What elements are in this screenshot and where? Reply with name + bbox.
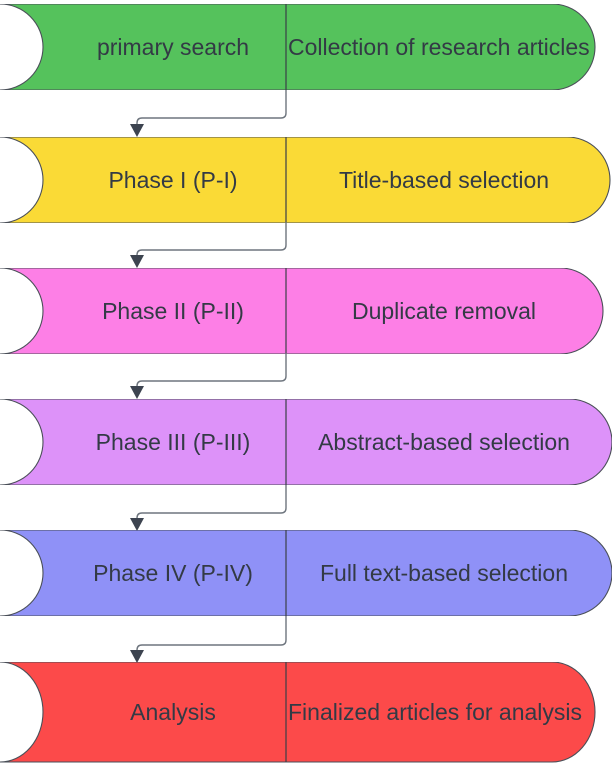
stage-description: Collection of research articles <box>288 34 590 60</box>
flow-stage-analysis[interactable]: Analysis Finalized articles for analysis <box>0 662 612 774</box>
flow-stage-primary-search[interactable]: primary search Collection of research ar… <box>0 4 612 90</box>
ribbon-shape-primary-search <box>0 4 596 90</box>
connector-phase-1-to-phase-2 <box>130 222 287 268</box>
stage-phase-label: Phase I (P-I) <box>108 167 238 193</box>
flow-stage-phase-3[interactable]: Phase III (P-III) Abstract-based selecti… <box>0 399 612 485</box>
ribbon-text-phase-3: Phase III (P-III) Abstract-based selecti… <box>0 399 612 485</box>
arrowhead-icon <box>130 124 144 137</box>
flow-stage-phase-2[interactable]: Phase II (P-II) Duplicate removal <box>0 268 612 354</box>
ribbon-shape-phase-3 <box>0 399 612 485</box>
ribbon-shape-analysis <box>0 662 596 763</box>
stage-phase-label-cell: primary search <box>60 4 286 90</box>
ribbon-text-phase-4: Phase IV (P-IV) Full text-based selectio… <box>0 530 612 616</box>
flow-stage-phase-4[interactable]: Phase IV (P-IV) Full text-based selectio… <box>0 530 612 616</box>
ribbon-text-primary-search: primary search Collection of research ar… <box>0 4 612 90</box>
arrowhead-icon <box>130 255 144 268</box>
stage-description-cell: Collection of research articles <box>288 4 600 90</box>
ribbon-shape-phase-1 <box>0 137 611 223</box>
flow-stage-phase-1[interactable]: Phase I (P-I) Title-based selection <box>0 137 612 223</box>
stage-phase-label: Phase IV (P-IV) <box>93 560 253 586</box>
ribbon-shape-phase-4 <box>0 530 612 616</box>
stage-description: Abstract-based selection <box>318 429 570 455</box>
connector-phase-3-to-phase-4 <box>130 485 287 531</box>
ribbon-text-phase-1: Phase I (P-I) Title-based selection <box>0 137 612 223</box>
stage-phase-label-cell: Phase II (P-II) <box>60 268 286 354</box>
stage-description-cell: Finalized articles for analysis <box>288 662 600 762</box>
stage-description-cell: Abstract-based selection <box>288 399 600 485</box>
connector-phase-4-to-analysis <box>130 616 287 663</box>
stage-description: Full text-based selection <box>319 560 568 586</box>
stage-phase-label: Analysis <box>130 699 216 725</box>
stage-description: Finalized articles for analysis <box>288 699 583 725</box>
stage-description: Title-based selection <box>338 167 550 193</box>
connector-phase-2-to-phase-3 <box>130 353 287 399</box>
arrowhead-icon <box>130 386 144 399</box>
connector-primary-search-to-phase-1 <box>130 90 287 137</box>
stage-phase-label: Phase II (P-II) <box>102 298 244 324</box>
stage-phase-label: Phase III (P-III) <box>95 429 251 455</box>
stage-description-cell: Duplicate removal <box>288 268 600 354</box>
stage-description: Duplicate removal <box>351 298 537 324</box>
stage-phase-label-cell: Phase I (P-I) <box>60 137 286 223</box>
ribbon-shape-phase-2 <box>0 268 604 354</box>
stage-phase-label: primary search <box>96 34 250 60</box>
stage-description-cell: Title-based selection <box>288 137 600 223</box>
stage-phase-label-cell: Phase III (P-III) <box>60 399 286 485</box>
stage-description-cell: Full text-based selection <box>288 530 600 616</box>
stage-phase-label-cell: Phase IV (P-IV) <box>60 530 286 616</box>
stage-phase-label-cell: Analysis <box>60 662 286 762</box>
ribbon-text-analysis: Analysis Finalized articles for analysis <box>0 662 612 774</box>
ribbon-text-phase-2: Phase II (P-II) Duplicate removal <box>0 268 612 354</box>
